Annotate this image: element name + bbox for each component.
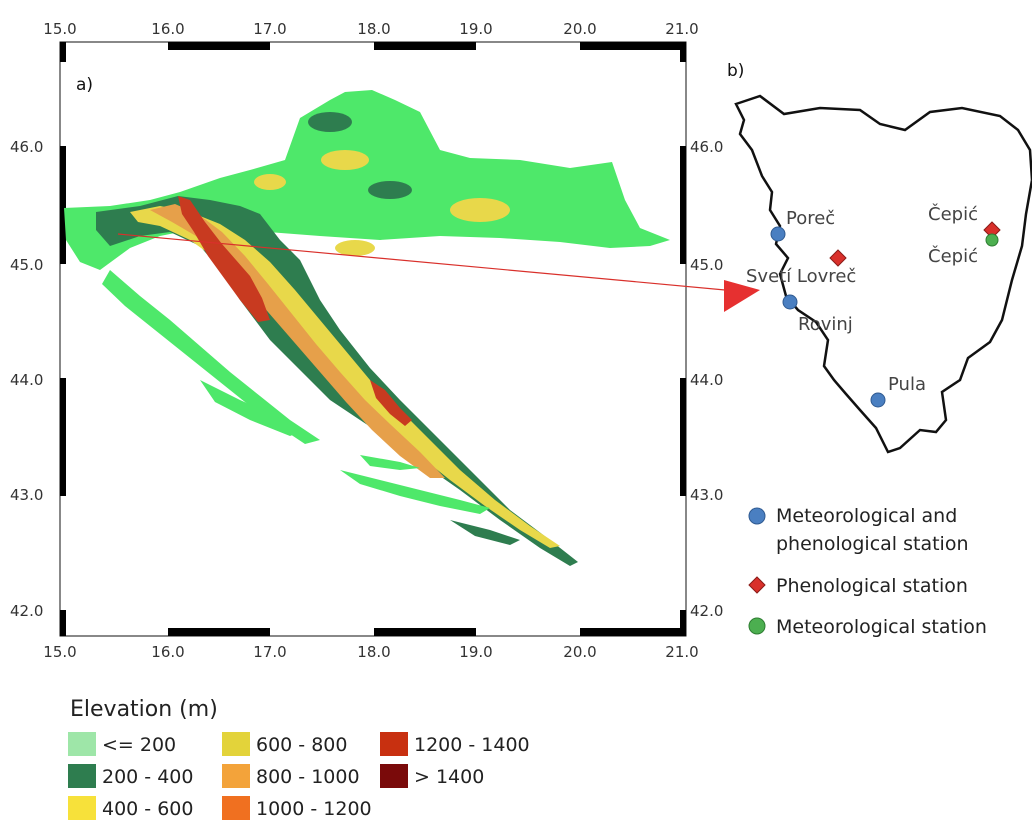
x-tick-bottom: 15.0	[43, 643, 76, 661]
station-label-sveti-lovrec: Svetí Lovreč	[746, 266, 856, 287]
station-marker-poreč[interactable]	[770, 226, 786, 242]
y-tick-left: 45.0	[10, 256, 43, 274]
terrain-hill	[335, 240, 375, 256]
y-tick-left: 43.0	[10, 486, 43, 504]
elevation-swatch	[68, 732, 96, 756]
x-tick-bottom: 18.0	[357, 643, 390, 661]
terrain-hill	[368, 181, 412, 199]
x-tick-top: 16.0	[151, 20, 184, 38]
terrain-islands	[200, 380, 300, 436]
x-tick-bottom: 16.0	[151, 643, 184, 661]
terrain-hill	[308, 112, 352, 132]
elevation-swatch	[380, 732, 408, 756]
elevation-swatch	[222, 732, 250, 756]
elevation-class-label: 600 - 800	[256, 734, 347, 756]
terrain-peak	[178, 196, 270, 322]
y-tick-left: 44.0	[10, 371, 43, 389]
legend-label: Meteorological and	[776, 505, 957, 527]
station-legend: Meteorological and phenological station …	[748, 505, 987, 638]
terrain-islands	[360, 455, 420, 470]
y-tick-right: 44.0	[690, 371, 723, 389]
elevation-class-label: 800 - 1000	[256, 766, 360, 788]
y-tick-right: 42.0	[690, 602, 723, 620]
terrain-peak	[370, 380, 412, 426]
x-tick-bottom: 19.0	[459, 643, 492, 661]
x-tick-top: 18.0	[357, 20, 390, 38]
elevation-swatch	[380, 764, 408, 788]
legend-label: Meteorological station	[776, 616, 987, 638]
terrain-islands	[450, 520, 520, 545]
elevation-swatch	[68, 764, 96, 788]
elevation-swatch	[68, 796, 96, 820]
station-label-cepic-phenological: Čepić	[928, 203, 978, 225]
elevation-class-label: 1000 - 1200	[256, 798, 372, 820]
station-marker-cepic-meteorological[interactable]	[985, 233, 999, 247]
y-tick-right: 45.0	[690, 256, 723, 274]
y-tick-left: 46.0	[10, 138, 43, 156]
croatia-elevation-map	[64, 90, 670, 566]
station-marker-sveti-lovrec[interactable]	[829, 249, 847, 267]
elevation-class-label: > 1400	[414, 766, 484, 788]
y-tick-left: 42.0	[10, 602, 43, 620]
x-tick-top: 20.0	[563, 20, 596, 38]
elevation-swatch	[222, 764, 250, 788]
x-tick-top: 19.0	[459, 20, 492, 38]
station-label-pula: Pula	[888, 374, 926, 395]
map-a: 15.0 16.0 17.0 18.0 19.0 20.0 21.0 15.0 …	[10, 20, 723, 661]
terrain-high	[150, 204, 445, 478]
y-tick-right: 46.0	[690, 138, 723, 156]
x-tick-bottom: 20.0	[563, 643, 596, 661]
station-marker-rovinj[interactable]	[782, 294, 798, 310]
x-tick-top: 17.0	[253, 20, 286, 38]
elevation-class-label: 1200 - 1400	[414, 734, 530, 756]
terrain-hill	[450, 198, 510, 222]
legend-label: Phenological station	[776, 575, 968, 597]
station-label-rovinj: Rovinj	[798, 314, 853, 335]
x-tick-bottom: 21.0	[665, 643, 698, 661]
panel-label-b: b)	[727, 61, 744, 81]
legend-circle-green	[748, 617, 766, 635]
map-b: b) Poreč Svetí Lovreč Rovinj Pula Čepić …	[727, 61, 1032, 454]
elevation-class-label: 400 - 600	[102, 798, 193, 820]
legend-circle-blue	[748, 507, 766, 525]
terrain-hill	[254, 174, 286, 190]
elevation-legend: Elevation (m) <= 200 200 - 400 400 - 600…	[68, 697, 530, 820]
terrain-hill	[321, 150, 369, 170]
station-label-poreč: Poreč	[786, 208, 835, 229]
legend-diamond-red	[748, 576, 766, 594]
terrain-islands	[102, 270, 320, 444]
map-a-border	[60, 42, 686, 636]
station-marker-pula[interactable]	[870, 392, 886, 408]
elevation-swatch	[222, 796, 250, 820]
elevation-class-label: 200 - 400	[102, 766, 193, 788]
link-arrow	[117, 233, 760, 312]
panel-label-a: a)	[76, 75, 93, 95]
elevation-class-label: <= 200	[102, 734, 176, 756]
legend-label: phenological station	[776, 533, 969, 555]
x-tick-top: 21.0	[665, 20, 698, 38]
y-tick-right: 43.0	[690, 486, 723, 504]
station-label-cepic-meteorological: Čepić	[928, 245, 978, 267]
x-tick-bottom: 17.0	[253, 643, 286, 661]
terrain-mid	[130, 206, 560, 548]
terrain-islands	[340, 470, 490, 514]
x-tick-top: 15.0	[43, 20, 76, 38]
elevation-legend-title: Elevation (m)	[70, 697, 218, 722]
